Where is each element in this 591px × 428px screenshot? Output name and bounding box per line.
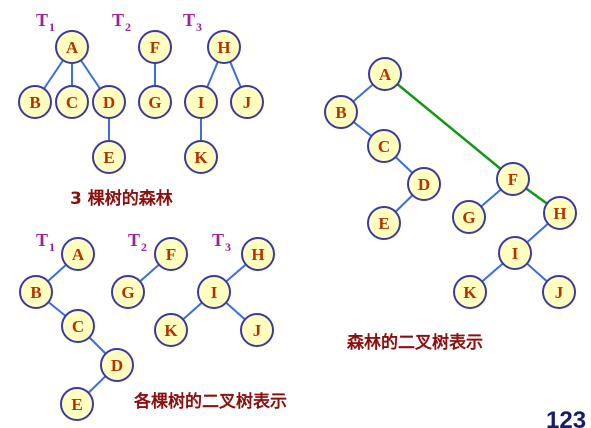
each-node-j: J [240,313,274,347]
svg-text:C: C [72,317,84,336]
tree-label-t3: T 3 [183,10,202,34]
svg-text:G: G [121,283,134,302]
forest-binary-nodes: A B C D E F G H I K J [324,57,577,309]
forest-node-a: A [55,30,89,64]
tree-label-t3-letter: T [183,10,195,30]
tree-label-t2: T 2 [112,10,131,34]
forest-node-b: B [18,85,52,119]
forest-nodes: A B C D E F G H I K J [18,30,264,174]
each-binary-nodes: A B C D E F G H I K J [19,237,275,421]
fb-node-g: G [452,200,486,234]
each-node-b: B [19,275,53,309]
fb-node-h: H [543,196,577,230]
tree-label-t2-letter: T [112,10,124,30]
tree-label-t1-sub: 1 [49,20,55,34]
svg-text:E: E [71,395,82,414]
svg-text:H: H [553,204,566,223]
svg-text:B: B [335,103,346,122]
svg-text:F: F [166,245,176,264]
svg-text:E: E [103,148,114,167]
each-node-g: G [111,275,145,309]
svg-text:H: H [217,38,230,57]
each-node-e: E [60,387,94,421]
forest-node-h: H [207,30,241,64]
each-label-t3: T 3 [212,230,231,254]
forest-node-c: C [55,85,89,119]
each-label-t3-sub: 3 [225,240,231,254]
svg-text:K: K [194,148,208,167]
fb-node-e: E [367,206,401,240]
svg-text:I: I [198,93,205,112]
each-label-t2-sub: 2 [141,240,147,254]
fb-node-b: B [324,95,358,129]
each-node-h: H [241,237,275,271]
svg-text:E: E [378,214,389,233]
tree-label-t1-letter: T [36,10,48,30]
each-label-t2: T 2 [128,230,147,254]
forest-node-k: K [184,140,218,174]
svg-text:B: B [30,283,41,302]
fb-node-a: A [368,57,402,91]
svg-text:A: A [72,245,85,264]
tree-label-t2-sub: 2 [125,20,131,34]
fb-node-j: J [542,275,576,309]
fb-node-i: I [498,236,532,270]
each-node-c: C [61,309,95,343]
fb-node-d: D [407,167,441,201]
svg-text:B: B [29,93,40,112]
svg-text:I: I [512,244,519,263]
svg-text:C: C [378,137,390,156]
forest-node-i: I [184,85,218,119]
tree-label-t1: T 1 [36,10,55,34]
svg-text:G: G [462,208,475,227]
caption-forest: 3 棵树的森林 [70,188,173,209]
svg-text:A: A [379,65,392,84]
svg-text:F: F [150,38,160,57]
each-node-a: A [61,237,95,271]
svg-text:F: F [508,170,518,189]
fb-node-f: F [496,162,530,196]
page-number: 123 [546,407,586,428]
each-node-k: K [154,313,188,347]
svg-text:J: J [253,321,262,340]
svg-text:G: G [148,93,161,112]
each-label-t1-sub: 1 [49,240,55,254]
caption-forest-binary: 森林的二叉树表示 [347,332,483,353]
svg-text:I: I [211,283,218,302]
svg-text:J: J [243,93,252,112]
svg-text:D: D [103,93,115,112]
each-label-t2-letter: T [128,230,140,250]
caption-each-binary: 各棵树的二叉树表示 [133,391,287,412]
tree-label-t3-sub: 3 [196,20,202,34]
each-node-i: I [197,275,231,309]
svg-text:C: C [66,93,78,112]
svg-text:D: D [418,175,430,194]
svg-text:K: K [463,283,477,302]
svg-text:J: J [555,283,564,302]
fb-node-k: K [453,275,487,309]
svg-text:K: K [164,321,178,340]
each-label-t1: T 1 [36,230,55,254]
forest-node-j: J [230,85,264,119]
each-label-t3-letter: T [212,230,224,250]
svg-text:A: A [66,38,79,57]
forest-node-e: E [92,140,126,174]
svg-text:H: H [251,245,264,264]
svg-text:D: D [111,356,123,375]
fb-node-c: C [367,129,401,163]
each-label-t1-letter: T [36,230,48,250]
each-node-f: F [154,237,188,271]
forest-node-f: F [138,30,172,64]
each-node-d: D [100,348,134,382]
forest-node-d: D [92,85,126,119]
forest-node-g: G [138,85,172,119]
